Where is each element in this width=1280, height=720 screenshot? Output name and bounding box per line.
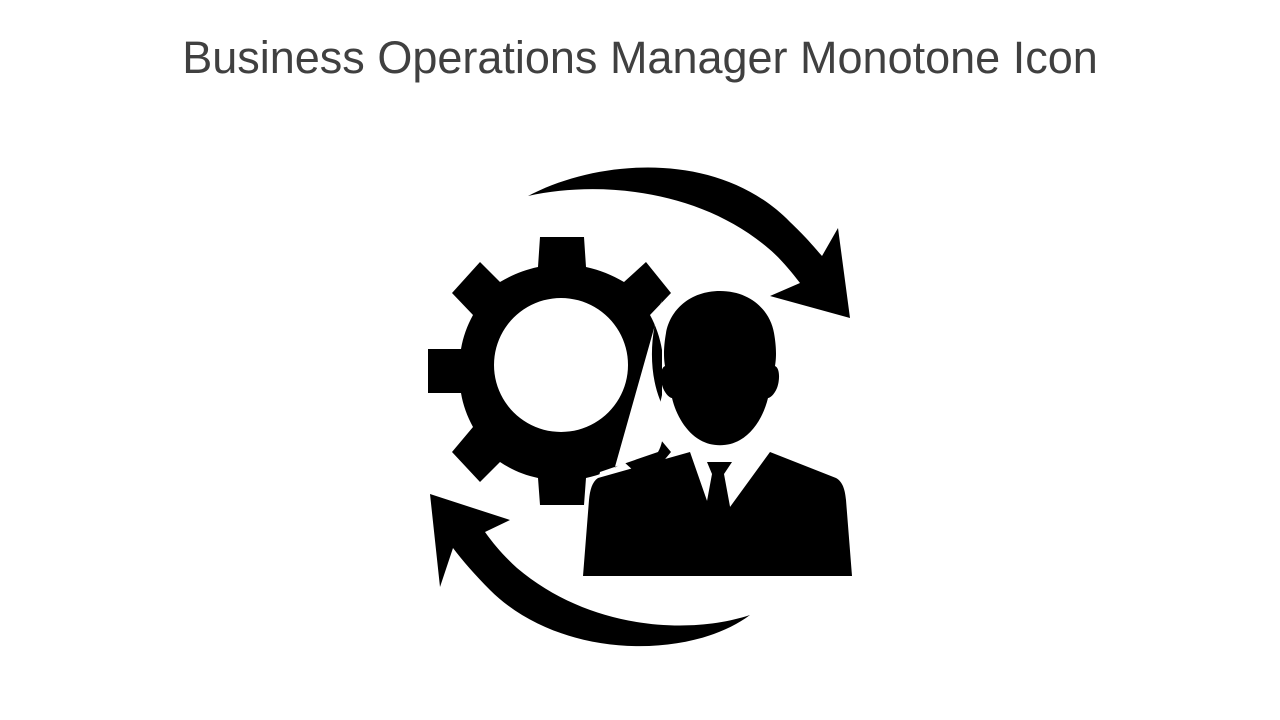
slide-title: Business Operations Manager Monotone Ico… xyxy=(182,32,1098,83)
arrow-top-icon xyxy=(528,167,850,318)
arrow-bottom-icon xyxy=(430,494,750,647)
person-icon xyxy=(583,291,852,576)
